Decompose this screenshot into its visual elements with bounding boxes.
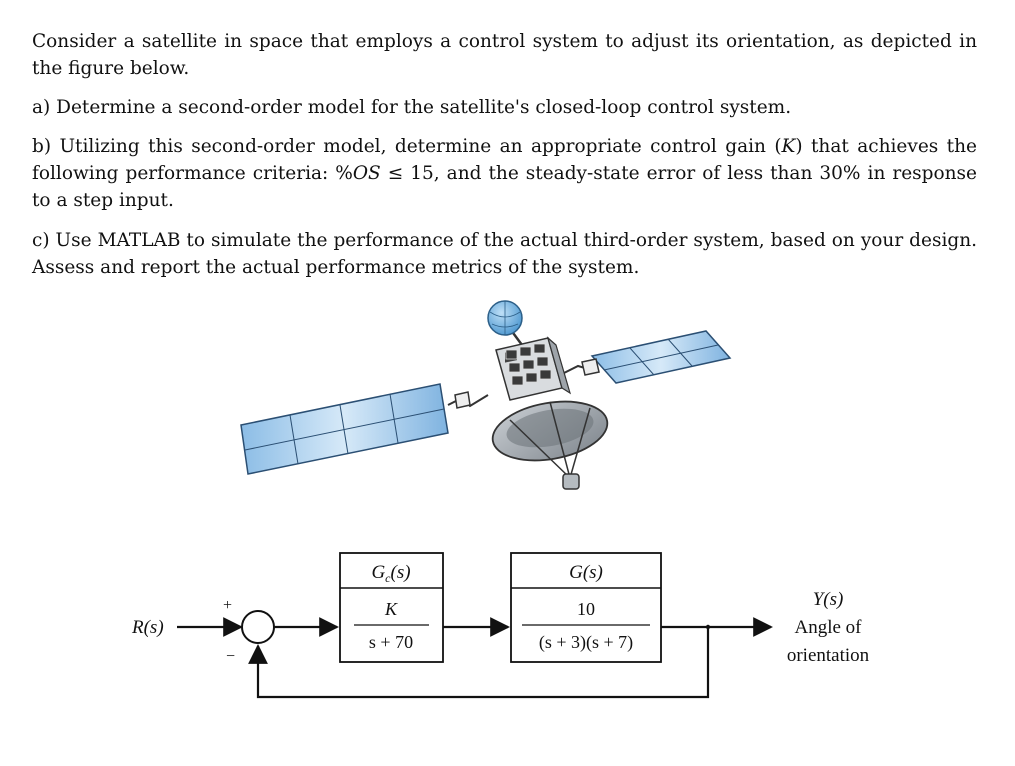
satellite-body	[495, 336, 572, 401]
part-c-text: c) Use MATLAB to simulate the performanc…	[32, 230, 977, 278]
output-label: Y(s)	[813, 589, 844, 610]
controller-title: Gc(s)	[371, 562, 410, 585]
satellite-dish	[491, 400, 609, 490]
satellite-illustration	[240, 300, 732, 490]
plant-title: G(s)	[569, 562, 603, 583]
output-desc-line1: Angle of	[794, 617, 862, 638]
part-b-text: b) Utilizing this second-order model, de…	[32, 136, 977, 211]
controller-denominator: s + 70	[369, 632, 413, 652]
output-desc-line2: orientation	[787, 645, 870, 666]
input-label: R(s)	[131, 617, 164, 638]
plant-numerator: 10	[577, 599, 595, 619]
plant-denominator: (s + 3)(s + 7)	[539, 632, 633, 653]
left-solar-panel	[240, 383, 449, 475]
block-diagram: R(s) + − Gc(s) K s + 70 G(s) 10 (s + 3)(…	[131, 552, 870, 699]
feedback-path	[248, 627, 710, 699]
plant-block: G(s) 10 (s + 3)(s + 7)	[510, 552, 662, 663]
plus-sign: +	[223, 597, 232, 614]
summing-junction	[241, 610, 275, 644]
controller-numerator: K	[384, 599, 398, 619]
minus-sign: −	[226, 648, 235, 665]
right-solar-panel	[590, 330, 732, 384]
part-a-text: a) Determine a second-order model for th…	[32, 97, 792, 118]
problem-intro: Consider a satellite in space that emplo…	[32, 31, 977, 79]
controller-block: Gc(s) K s + 70	[339, 552, 444, 663]
